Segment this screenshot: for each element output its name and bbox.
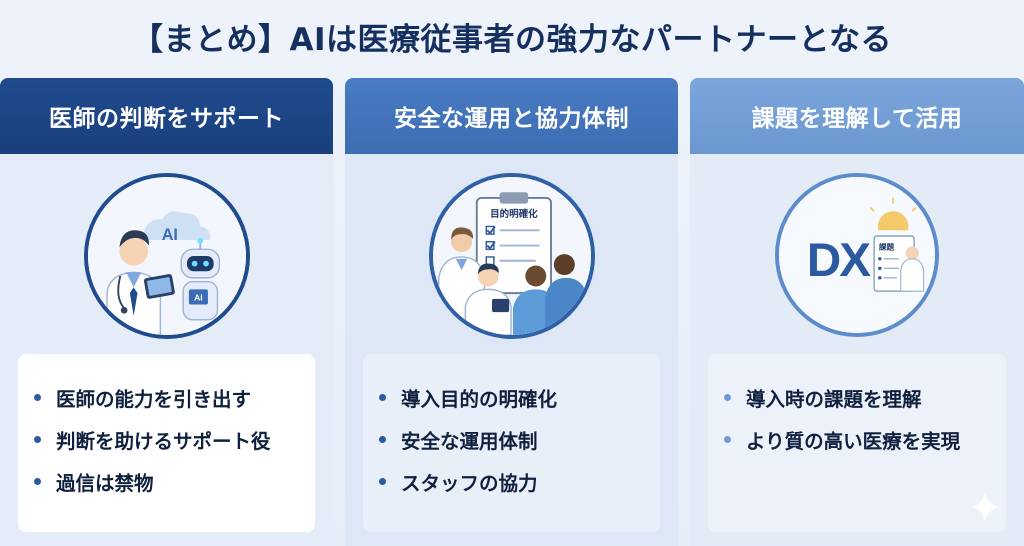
dx-icon: DX 課題 bbox=[775, 173, 939, 337]
list-item: 安全な運用体制 bbox=[379, 418, 650, 460]
bullet-card: 導入目的の明確化 安全な運用体制 スタッフの協力 bbox=[363, 354, 660, 532]
bullet-dot bbox=[34, 477, 41, 485]
cloud-ai-text: AI bbox=[161, 226, 177, 244]
medical-team-checklist-icon: 目的明確化 bbox=[428, 173, 595, 339]
doctor-with-ai-robot-icon: AI AI bbox=[83, 173, 250, 339]
bullet-dot bbox=[379, 393, 386, 401]
list-item: 導入時の課題を理解 bbox=[724, 376, 996, 418]
robot-ai-text: AI bbox=[194, 293, 203, 303]
list-item: より質の高い医療を実現 bbox=[724, 418, 996, 460]
bullet-dot bbox=[724, 393, 731, 401]
column-safe-operation: 安全な運用と協力体制 目的明確化 bbox=[345, 78, 678, 546]
list-item: 医師の能力を引き出す bbox=[34, 376, 305, 418]
column-heading: 課題を理解して活用 bbox=[690, 78, 1024, 154]
bullet-dot bbox=[34, 435, 41, 443]
column-heading: 医師の判断をサポート bbox=[0, 78, 333, 154]
column-understand-issues: 課題を理解して活用 DX 課題 導入時 bbox=[690, 78, 1024, 546]
column-heading: 安全な運用と協力体制 bbox=[345, 78, 678, 154]
document-text: 課題 bbox=[879, 241, 895, 251]
bullet-dot bbox=[724, 435, 731, 443]
bullet-dot bbox=[379, 435, 386, 443]
dx-text: DX bbox=[807, 234, 871, 287]
column-doctor-support: 医師の判断をサポート AI AI bbox=[0, 78, 333, 546]
page-title: 【まとめ】AIは医療従事者の強力なパートナーとなる bbox=[131, 22, 893, 58]
bullet-dot bbox=[379, 477, 386, 485]
list-item: 判断を助けるサポート役 bbox=[34, 418, 305, 460]
list-item: 過信は禁物 bbox=[34, 460, 305, 502]
sparkle-icon bbox=[970, 492, 1000, 522]
bullet-card: 医師の能力を引き出す 判断を助けるサポート役 過信は禁物 bbox=[18, 354, 315, 532]
bullet-card: 導入時の課題を理解 より質の高い医療を実現 bbox=[708, 354, 1006, 532]
list-item: スタッフの協力 bbox=[379, 460, 650, 502]
list-item: 導入目的の明確化 bbox=[379, 376, 650, 418]
clipboard-text: 目的明確化 bbox=[490, 208, 538, 220]
bullet-dot bbox=[34, 393, 41, 401]
